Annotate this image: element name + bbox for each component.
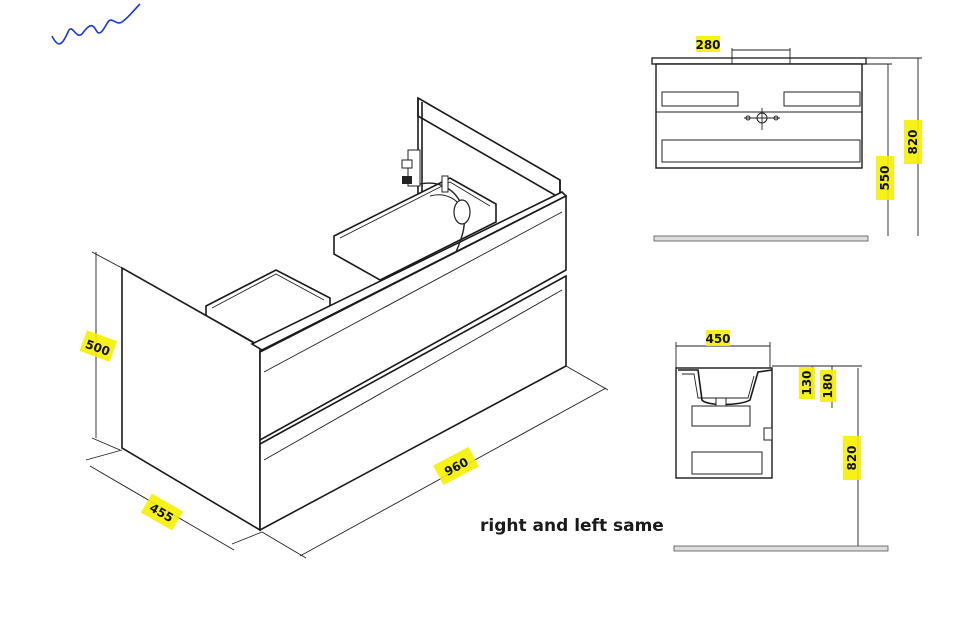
- svg-text:550: 550: [878, 165, 892, 190]
- label-130: 130: [799, 367, 815, 399]
- label-820-side: 820: [843, 436, 861, 480]
- svg-text:180: 180: [821, 373, 835, 398]
- label-500: 500: [79, 330, 118, 362]
- svg-text:820: 820: [906, 129, 920, 154]
- label-180: 180: [820, 370, 836, 402]
- siphon-fitting: [401, 149, 471, 253]
- side-view: 450 130 180 820: [673, 330, 889, 552]
- blue-scribble: [51, 3, 141, 45]
- front-view: 280 550 820: [651, 36, 922, 242]
- isometric-cabinet: 500 455 960: [79, 96, 609, 559]
- svg-text:280: 280: [695, 38, 720, 52]
- svg-text:130: 130: [800, 370, 814, 395]
- top-drawer-front: [259, 194, 567, 442]
- upper-drawer-box: [333, 177, 497, 281]
- label-820-front: 820: [904, 120, 922, 164]
- label-280: 280: [695, 36, 721, 52]
- svg-text:820: 820: [845, 445, 859, 470]
- note-text: right and left same: [480, 516, 664, 536]
- svg-text:450: 450: [705, 332, 730, 346]
- label-450: 450: [705, 330, 731, 346]
- label-550: 550: [876, 156, 894, 200]
